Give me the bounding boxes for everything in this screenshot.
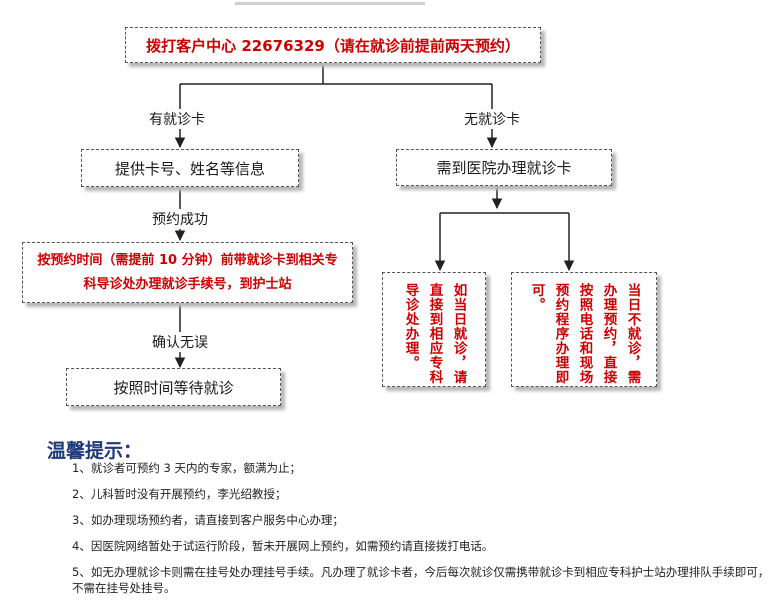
notes-title: 温馨提示： [47, 440, 143, 462]
notes-list: 1、就诊者可预约 3 天内的专家，额满为止； 2、儿科暂时没有开展预约，李光绍教… [72, 460, 772, 606]
wait-for-visit-text: 按照时间等待就诊 [113, 378, 234, 397]
advance-col-2: 办理预约，直接 [600, 283, 617, 385]
advance-col-1: 当日不就诊，需 [624, 283, 641, 385]
branch-label-no-card: 无就诊卡 [462, 109, 522, 129]
call-center-box: 拨打客户中心 22676329（请在就诊前提前两天预约） [125, 27, 541, 63]
note-item: 5、如无办理就诊卡则需在挂号处办理挂号手续。凡办理了就诊卡者，今后每次就诊仅需携… [72, 565, 770, 595]
label-booking-success: 预约成功 [150, 209, 210, 229]
advance-booking-box: 当日不就诊，需 办理预约，直接 按照电话和现场 预约程序办理即 可。 [511, 272, 657, 387]
arrive-with-card-text: 按预约时间（需提前 10 分钟）前带就诊卡到相关专科导诊处办理就诊手续号，到护士… [37, 252, 338, 292]
top-edge-mark [235, 0, 425, 5]
same-day-col-3: 导诊处办理。 [402, 283, 419, 370]
wait-for-visit-box: 按照时间等待就诊 [66, 368, 281, 406]
same-day-col-1: 如当日就诊，请 [450, 283, 467, 385]
label-confirmed: 确认无误 [150, 332, 210, 352]
note-item: 3、如办理现场预约者，请直接到客户服务中心办理； [72, 513, 344, 527]
advance-col-5: 可。 [528, 283, 545, 312]
same-day-visit-box: 如当日就诊，请 直接到相应专科 导诊处办理。 [382, 272, 486, 387]
provide-info-box: 提供卡号、姓名等信息 [81, 149, 299, 187]
advance-col-4: 预约程序办理即 [552, 283, 569, 385]
get-card-box: 需到医院办理就诊卡 [396, 149, 612, 186]
branch-label-has-card: 有就诊卡 [147, 109, 207, 129]
arrive-with-card-box: 按预约时间（需提前 10 分钟）前带就诊卡到相关专科导诊处办理就诊手续号，到护士… [22, 242, 353, 303]
same-day-col-2: 直接到相应专科 [426, 283, 443, 385]
note-item: 2、儿科暂时没有开展预约，李光绍教授； [72, 487, 287, 501]
note-item: 4、因医院网络暂处于试运行阶段，暂未开展网上预约，如需预约请直接拨打电话。 [72, 539, 494, 553]
note-item: 1、就诊者可预约 3 天内的专家，额满为止； [72, 461, 301, 475]
get-card-text: 需到医院办理就诊卡 [436, 159, 572, 177]
call-center-text: 拨打客户中心 22676329（请在就诊前提前两天预约） [146, 36, 520, 55]
provide-info-text: 提供卡号、姓名等信息 [114, 159, 265, 178]
advance-col-3: 按照电话和现场 [576, 283, 593, 385]
